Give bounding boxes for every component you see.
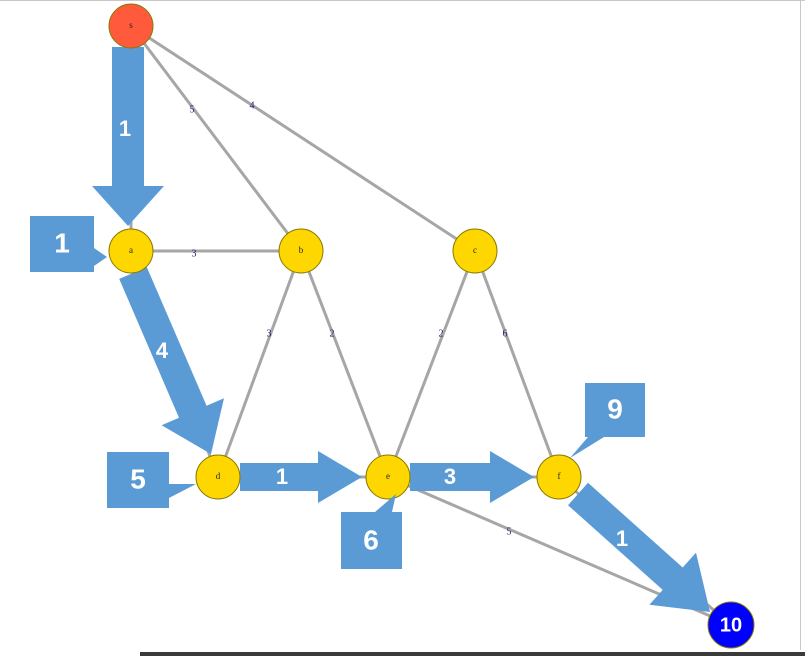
node-t[interactable]: [707, 601, 755, 649]
path-arrow-label-e-f: 3: [444, 464, 456, 489]
node-label-d: d: [216, 471, 221, 481]
node-label-s: s: [129, 20, 133, 30]
callout-label-f: 9: [607, 393, 623, 424]
distance-callout-e: 6: [341, 494, 402, 569]
node-label-t: 10: [720, 614, 742, 636]
path-arrow-label-d-e: 1: [276, 464, 288, 489]
node-label-c: c: [473, 245, 477, 255]
path-arrow-s-a: [92, 47, 164, 226]
callout-pointer-d: [169, 484, 196, 498]
edge-weight-s-b: 5: [190, 104, 195, 115]
node-e[interactable]: [365, 454, 411, 500]
node-c[interactable]: [452, 228, 498, 274]
edge-b-e: [299, 250, 390, 478]
callout-pointer-a: [94, 248, 107, 266]
path-arrow-a-d: [119, 267, 224, 454]
edge-c-f: [473, 250, 561, 478]
edge-b-d: [216, 250, 303, 478]
path-arrow-label-f-t: 1: [616, 526, 628, 551]
node-s[interactable]: [108, 3, 154, 49]
node-label-a: a: [129, 245, 133, 255]
path-arrow-f-t: [568, 482, 710, 612]
callout-label-a: 1: [54, 227, 70, 258]
node-label-e: e: [386, 471, 390, 481]
callout-label-e: 6: [363, 524, 379, 555]
callout-box-f: [585, 383, 645, 437]
callout-box-e: [341, 512, 402, 569]
node-f[interactable]: [536, 454, 582, 500]
callout-box-a: [30, 216, 94, 272]
node-d[interactable]: [195, 454, 241, 500]
edge-c-e: [386, 250, 477, 478]
edge-weights-layer: 5 4 3 3 2 2 6 5: [190, 100, 512, 537]
edge-weight-b-e: 2: [330, 328, 335, 339]
node-label-b: b: [299, 245, 304, 255]
node-b[interactable]: [278, 228, 324, 274]
path-arrow-label-a-d: 4: [156, 338, 169, 363]
path-arrows-layer: 1 4 1 3 1: [92, 47, 710, 612]
node-a[interactable]: [108, 228, 154, 274]
path-arrow-d-e: [240, 451, 362, 503]
edge-weight-s-c: 4: [250, 100, 255, 111]
callout-label-d: 5: [130, 463, 146, 494]
edge-weight-c-f: 6: [503, 328, 508, 339]
edge-s-b: [129, 25, 303, 252]
edge-weight-e-t: 5: [507, 526, 512, 537]
edge-weight-c-e: 2: [439, 328, 444, 339]
nodes-layer: s a b c d e f 10: [108, 3, 755, 649]
edge-weight-b-d: 3: [267, 328, 272, 339]
edge-s-c: [130, 24, 476, 253]
callout-pointer-e: [375, 494, 396, 512]
distance-callout-f: 9: [570, 383, 645, 458]
edge-weight-a-b: 3: [192, 248, 197, 259]
path-arrow-label-s-a: 1: [119, 116, 131, 141]
callout-pointer-f: [570, 437, 604, 458]
path-arrow-e-f: [410, 451, 534, 503]
bottom-scrollbar[interactable]: [140, 652, 805, 656]
node-label-f: f: [558, 471, 561, 481]
callout-box-d: [107, 452, 169, 508]
distance-callout-d: 5: [107, 452, 196, 508]
distance-callout-a: 1: [30, 216, 107, 272]
